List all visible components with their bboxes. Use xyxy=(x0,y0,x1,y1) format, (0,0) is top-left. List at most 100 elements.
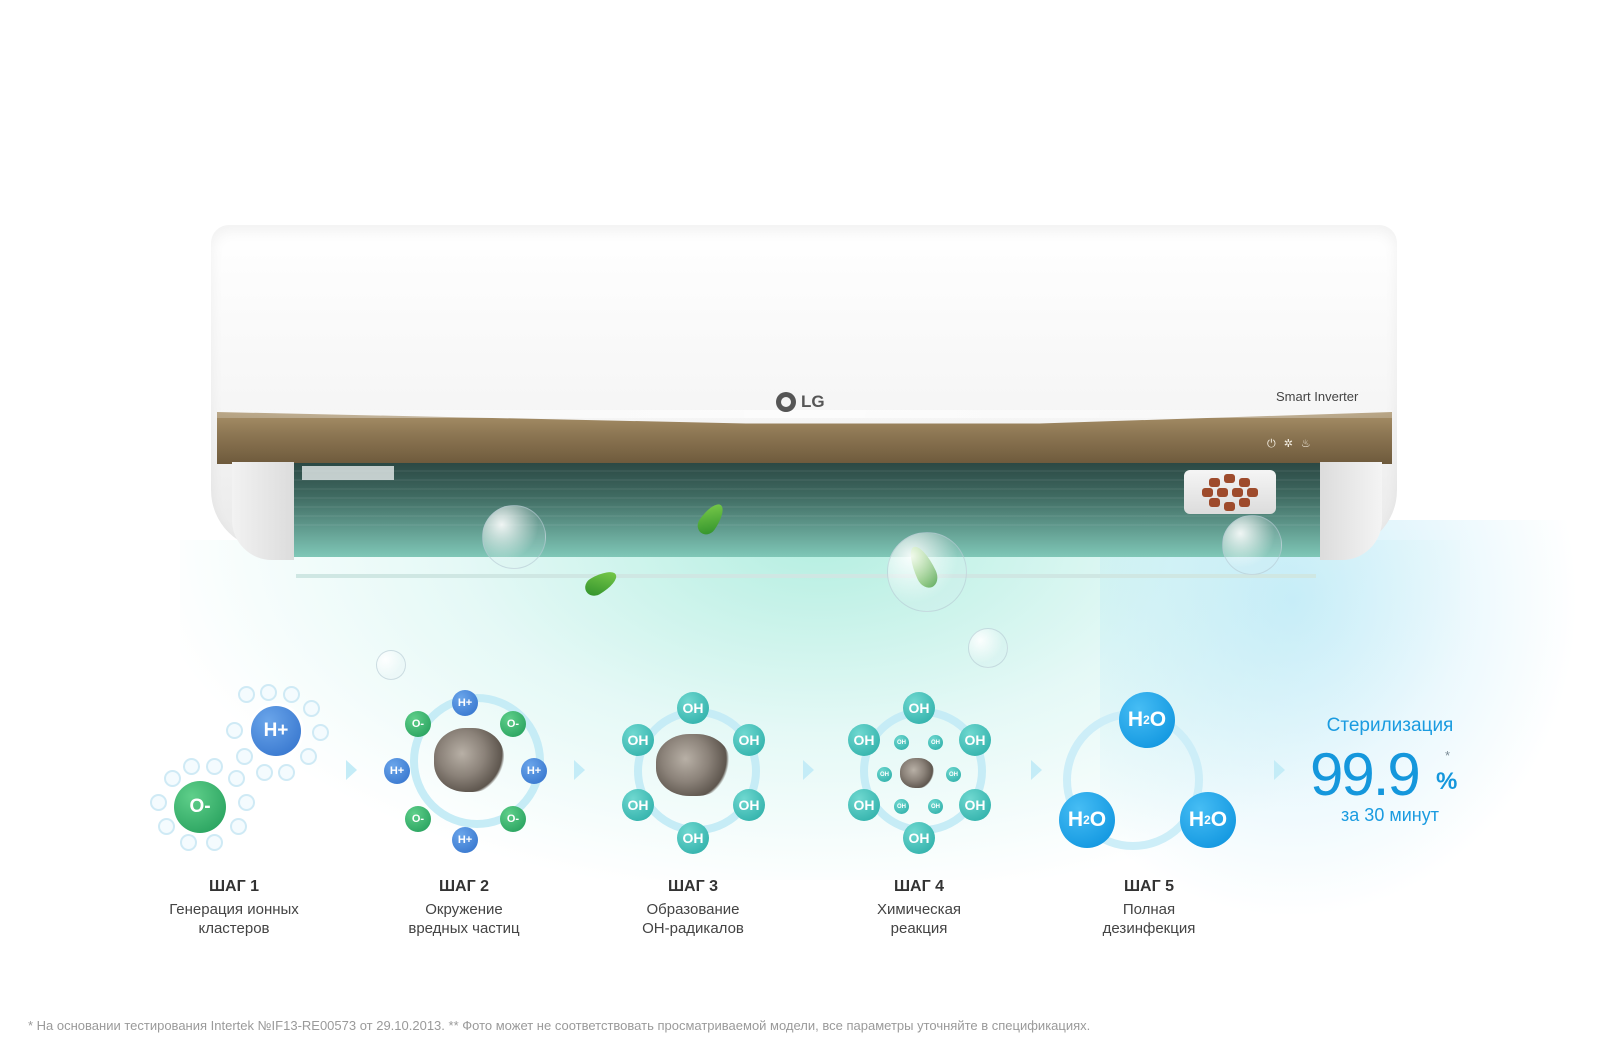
oh-radical: OH xyxy=(622,724,654,756)
ion-cluster-dot xyxy=(238,794,255,811)
oh-radical: OH xyxy=(848,724,880,756)
water-subscript: 2 xyxy=(1083,813,1090,827)
water-o: O xyxy=(1210,808,1228,831)
h-plus-ion: H+ xyxy=(384,758,410,784)
ionizer-cell-icon xyxy=(1239,478,1250,487)
arrow-right-icon xyxy=(1031,760,1042,780)
result-value: 99.9 xyxy=(1310,741,1421,808)
lg-logo-icon xyxy=(776,392,796,412)
oh-radical: OH xyxy=(959,724,991,756)
result-footnote-mark: * xyxy=(1445,748,1451,763)
airflow-glow xyxy=(180,540,1460,880)
fan-icon: ✲ xyxy=(1283,438,1301,450)
oh-radical: OH xyxy=(733,724,765,756)
ion-cluster-dot xyxy=(158,818,175,835)
oh-radical-small: OH xyxy=(877,767,892,782)
mode-icon: ♨ xyxy=(1300,438,1319,450)
ion-cluster-dot xyxy=(278,764,295,781)
dust-particle-icon xyxy=(434,728,504,792)
ion-cluster-dot xyxy=(206,758,223,775)
ion-cluster-dot xyxy=(283,686,300,703)
h-plus-ion: H+ xyxy=(521,758,547,784)
ion-cluster-dot xyxy=(256,764,273,781)
step-3-title: ШАГ 3 xyxy=(667,878,719,895)
water-o: O xyxy=(1089,808,1107,831)
oh-radical: OH xyxy=(677,692,709,724)
oh-radical-small: OH xyxy=(928,735,943,750)
bubble-icon xyxy=(887,532,967,612)
oh-radical: OH xyxy=(677,822,709,854)
ionizer-cell-icon xyxy=(1232,488,1243,497)
step-3-desc-line1: Образование xyxy=(646,901,740,918)
step-5-title: ШАГ 5 xyxy=(1123,878,1175,895)
ion-cluster-dot xyxy=(183,758,200,775)
brand-logo: LG xyxy=(776,392,825,412)
unit-panel-highlight xyxy=(217,410,1392,418)
ion-cluster-dot xyxy=(228,770,245,787)
o-minus-ion: O- xyxy=(405,806,431,832)
step-2-title: ШАГ 2 xyxy=(438,878,490,895)
power-icon: ⏻ xyxy=(1267,438,1284,450)
oh-radical: OH xyxy=(959,789,991,821)
h-plus-ion: H+ xyxy=(452,827,478,853)
ionizer-cell-icon xyxy=(1209,478,1220,487)
unit-louver xyxy=(296,574,1316,578)
unit-air-outlet xyxy=(290,463,1320,557)
unit-side-left xyxy=(232,462,294,560)
o-minus-ion: O- xyxy=(405,711,431,737)
ionizer-cell-icon xyxy=(1224,502,1235,511)
step-1-desc-line1: Генерация ионных xyxy=(169,901,299,918)
result-label: Стерилизация xyxy=(1326,715,1454,736)
bubble-icon xyxy=(968,628,1008,668)
oh-radical-small: OH xyxy=(894,799,909,814)
step-5-desc-line2: дезинфекция xyxy=(1102,920,1196,937)
ionizer-cell-icon xyxy=(1239,498,1250,507)
ion-cluster-dot xyxy=(164,770,181,787)
arrow-right-icon xyxy=(1274,760,1285,780)
oh-radical: OH xyxy=(622,789,654,821)
water-h: H xyxy=(1127,708,1144,731)
water-o: O xyxy=(1149,708,1167,731)
ion-cluster-dot xyxy=(226,722,243,739)
ion-cluster-dot xyxy=(206,834,223,851)
control-indicators: ⏻✲♨ xyxy=(1267,437,1319,451)
water-subscript: 2 xyxy=(1204,813,1211,827)
result-unit: % xyxy=(1436,768,1458,795)
step-1-title: ШАГ 1 xyxy=(208,878,260,895)
water-h: H xyxy=(1188,808,1205,831)
ion-cluster-dot xyxy=(230,818,247,835)
o-minus-ion: O- xyxy=(500,806,526,832)
brand-logo-text: LG xyxy=(801,392,825,411)
unit-side-right xyxy=(1320,462,1382,560)
oh-radical: OH xyxy=(903,822,935,854)
ion-cluster-dot xyxy=(150,794,167,811)
unit-outlet-grille xyxy=(290,470,1320,530)
step-4-desc-line2: реакция xyxy=(890,920,948,937)
step-4-title: ШАГ 4 xyxy=(893,878,945,895)
footnote: * На основании тестирования Intertek №IF… xyxy=(28,1018,1091,1033)
result-duration: за 30 минут xyxy=(1341,805,1439,825)
model-label: Smart Inverter xyxy=(1276,389,1359,404)
arrow-right-icon xyxy=(574,760,585,780)
oh-radical: OH xyxy=(903,692,935,724)
airflow-glow-right xyxy=(1100,520,1580,920)
ion-cluster-dot xyxy=(303,700,320,717)
step-4-desc-line1: Химическая xyxy=(876,901,962,918)
ionizer-cell-icon xyxy=(1224,474,1235,483)
bubble-icon xyxy=(376,650,406,680)
ion-cluster-dot xyxy=(180,834,197,851)
oh-radical: OH xyxy=(733,789,765,821)
ionizer-cell-icon xyxy=(1217,488,1228,497)
ionizer-cell-icon xyxy=(1202,488,1213,497)
step-3-desc-line2: ОН-радикалов xyxy=(642,920,744,937)
arrow-right-icon xyxy=(346,760,357,780)
step-2-desc-line2: вредных частиц xyxy=(408,920,520,937)
dust-particle-icon xyxy=(900,758,934,788)
ion-cluster-dot xyxy=(312,724,329,741)
oh-radical-small: OH xyxy=(894,735,909,750)
ion-cluster-dot xyxy=(260,684,277,701)
ionizer-module xyxy=(1184,470,1276,514)
